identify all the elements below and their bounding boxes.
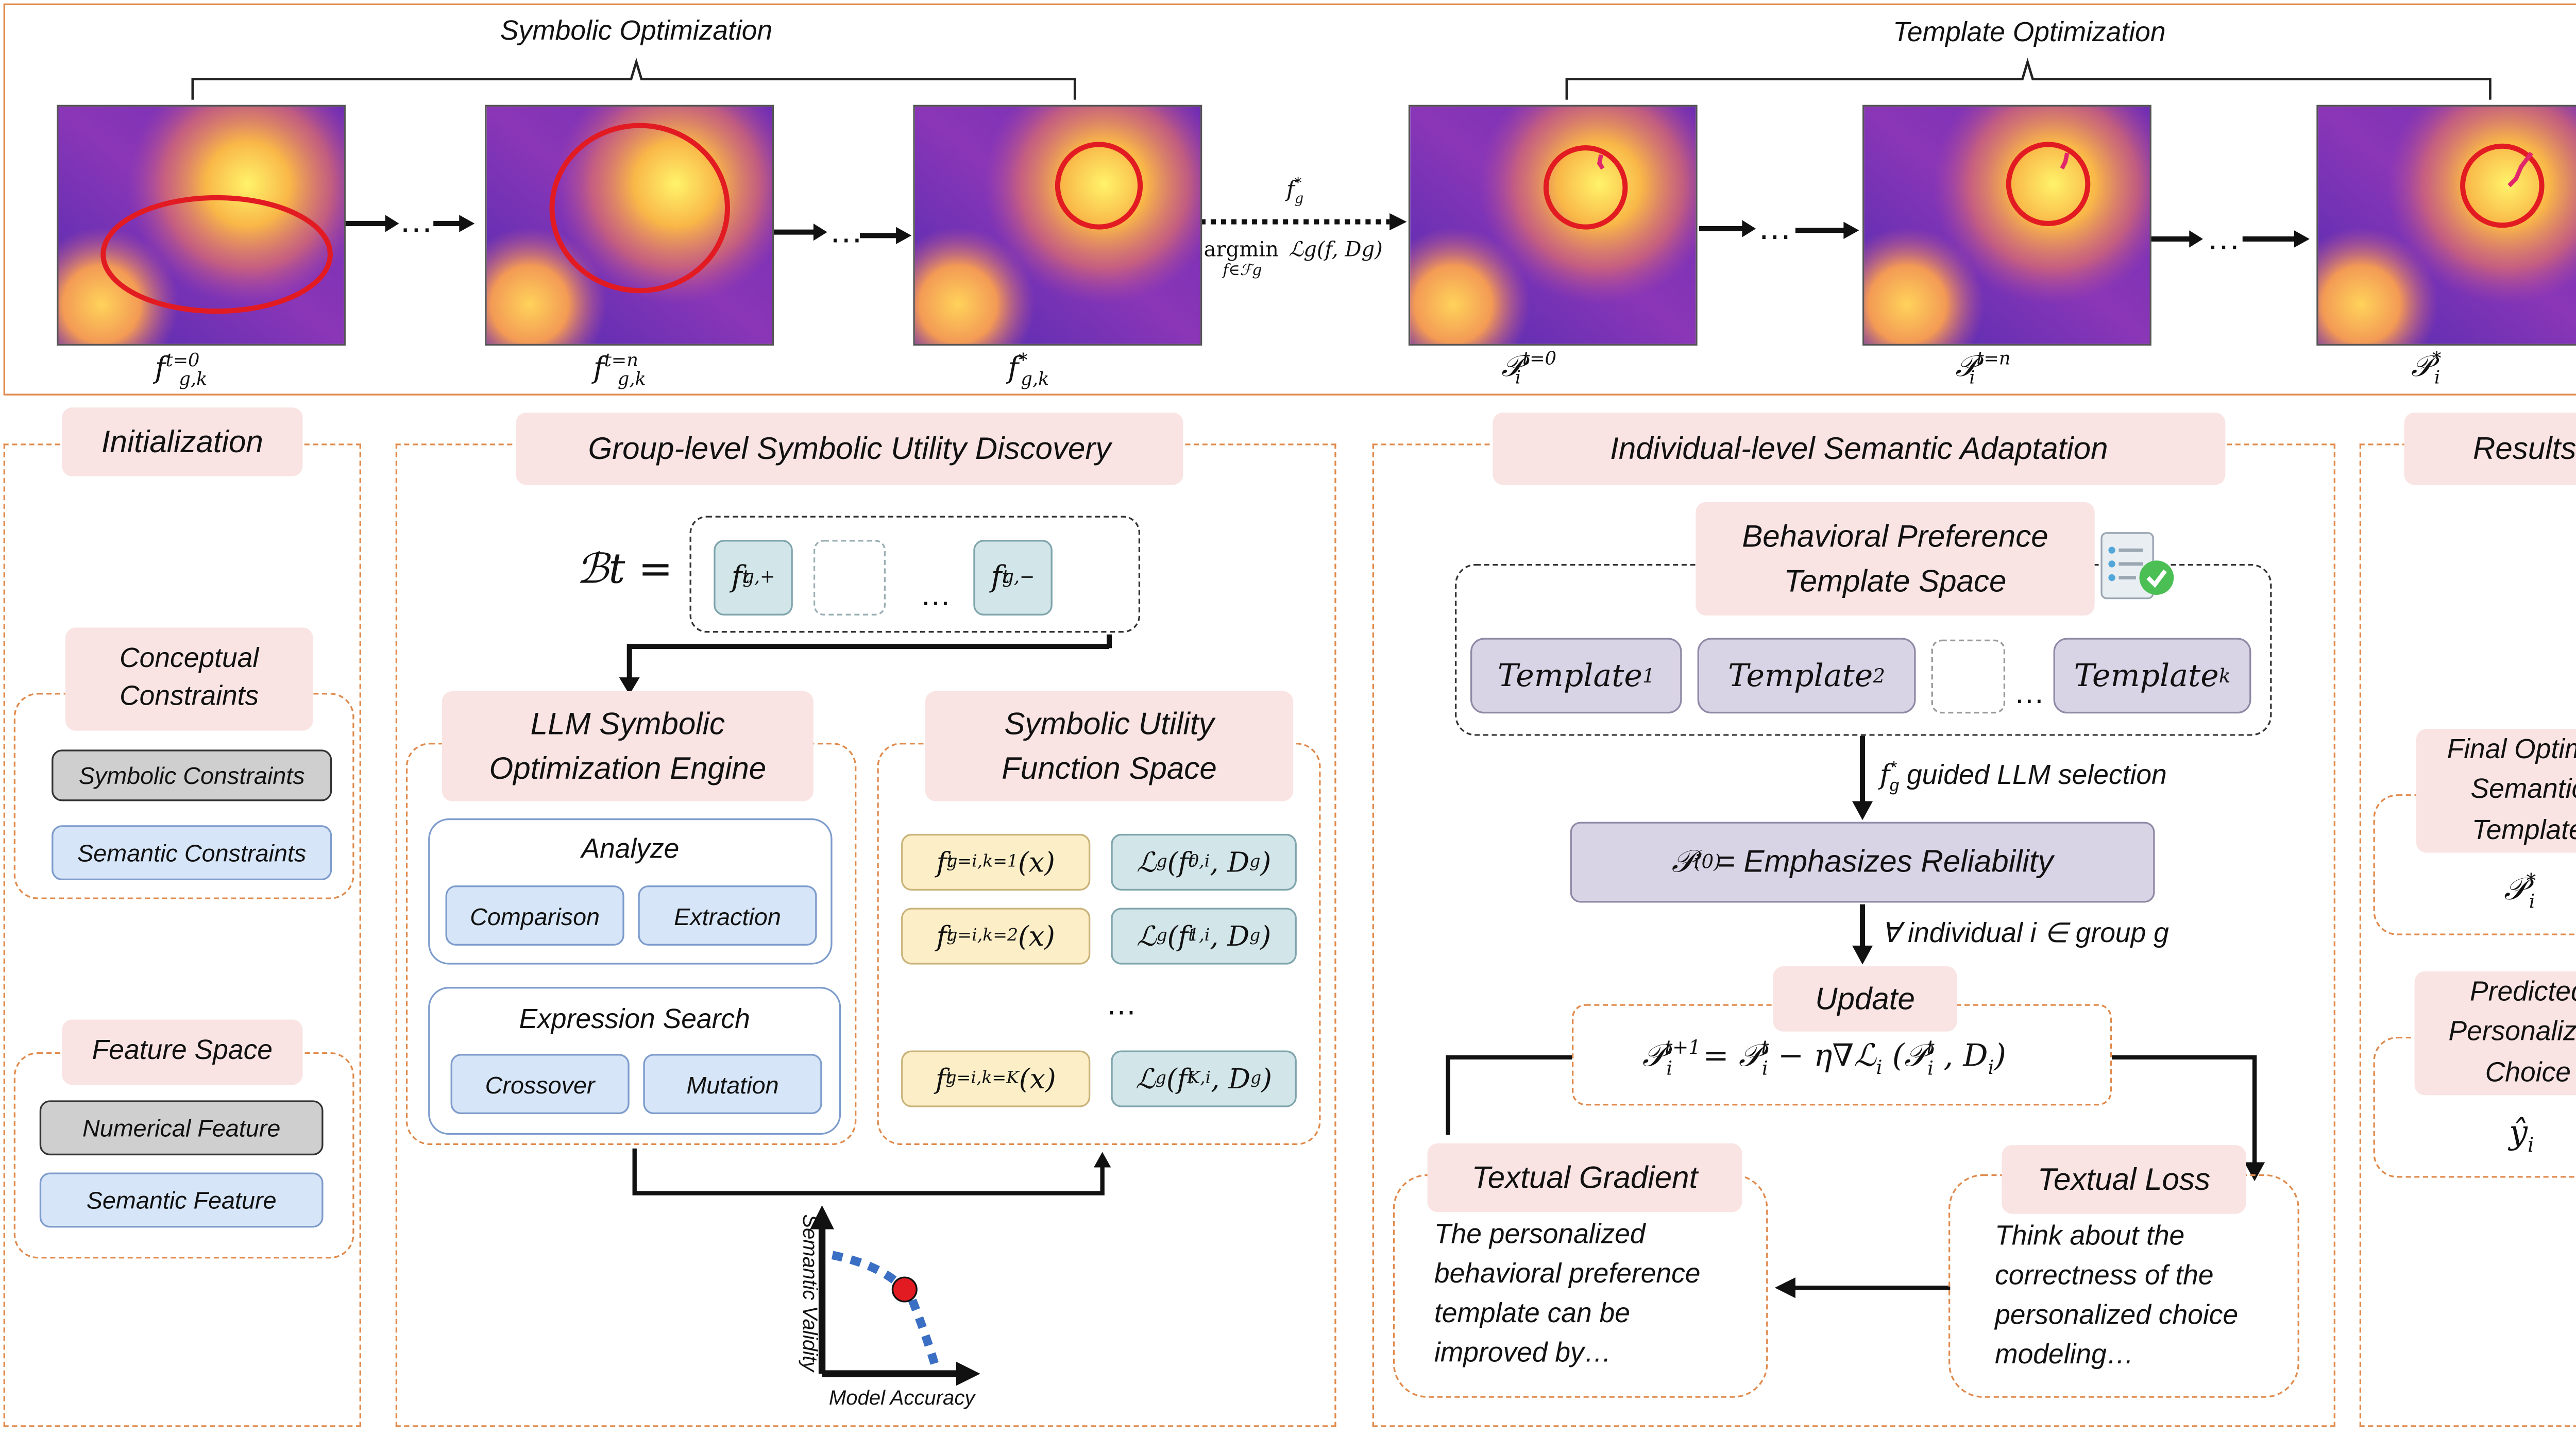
numerical-feature-pill: Numerical Feature [39,1100,324,1156]
top-connectors [191,58,2492,248]
mutation-pill: Mutation [643,1054,822,1115]
textual-gradient-text: The personalized behavioral preference t… [1434,1220,1701,1369]
expression-search-title: Expression Search [519,1005,750,1035]
label-f-t0: ft=0g,k [155,350,208,390]
textual-loss-text: Think about the correctness of the perso… [1995,1222,2239,1371]
ellipsis-2: … [828,213,863,251]
heatmap-f-tn [485,105,774,346]
final-p-star: 𝒫*i [2504,870,2536,913]
label-p-star: 𝒫*i [2411,349,2442,389]
textual-loss-header: Textual Loss [2002,1145,2246,1214]
comparison-pill: Comparison [445,885,624,946]
template-optimization-title: Template Optimization [1893,19,2166,48]
function-space-header: Symbolic Utility Function Space [925,691,1294,801]
top-optimization-panel [3,3,2576,396]
label-f-star: f*g,k [1008,350,1049,390]
bt-dots: … [920,577,951,612]
template-empty-slot [1931,639,2006,714]
predicted-yhat: ŷi [2509,1114,2534,1157]
bt-set-box [689,516,1141,633]
group-connectors [619,634,1112,1195]
analyze-title: Analyze [581,835,680,865]
extraction-pill: Extraction [638,885,817,946]
label-f-tn: ft=ng,k [593,350,646,390]
group-level-header: Group-level Symbolic Utility Discovery [516,413,1183,485]
argmin-label: argmin ℒg(f, Dg) [1204,237,1383,262]
bt-label: ℬt = [576,545,673,593]
label-p-t0: 𝒫t=0i [1501,349,1557,389]
template-space-header: Behavioral Preference Template Space [1696,502,2095,616]
update-formula: 𝒫t+1i = 𝒫ti − η∇ℒi (𝒫ti , Di) [1642,1036,2006,1079]
predicted-choice-header: Predicted Personalized Choice [2414,971,2576,1096]
crossover-pill: Crossover [450,1054,630,1115]
results-header: Results [2404,413,2576,485]
ellipsis-1: … [399,202,434,241]
update-header: Update [1773,966,1957,1032]
heatmap-p-star [2316,105,2576,346]
heatmap-f-star [913,105,1202,346]
heatmap-p-t0 [1408,105,1698,346]
final-template-header: Final Optimal Semantic Template [2416,729,2576,853]
symbolic-brace [191,58,1076,100]
bt-empty-slot [813,540,886,616]
forall-label: ∀ individual i ∈ group g [1881,919,2169,949]
symbolic-optimization-title: Symbolic Optimization [500,17,773,47]
ellipsis-4: … [2206,220,2241,258]
initialization-header: Initialization [62,407,303,476]
template-dots: … [2013,675,2045,710]
tradeoff-plot [810,1205,980,1386]
axis-semantic-validity: Semantic Validity [798,1214,822,1372]
axis-model-accuracy: Model Accuracy [828,1386,975,1410]
ellipsis-3: … [1757,210,1792,248]
individual-level-header: Individual-level Semantic Adaptation [1493,413,2226,485]
heatmap-f-t0 [57,105,346,346]
initialization-panel [3,443,361,1427]
conceptual-constraints-header: Conceptual Constraints [65,627,313,731]
argmin-subscript: f∈ℱg [1223,263,1262,281]
feature-space-header: Feature Space [62,1019,303,1085]
guided-selection-label: f*g guided LLM selection [1879,758,2167,797]
arrow-f-star-label: f*g [1286,175,1304,207]
function-rows-dots: … [1106,987,1137,1021]
textual-gradient-header: Textual Gradient [1427,1143,1742,1212]
p0-box: 𝒫(0)i = Emphasizes Reliability [1570,822,2155,903]
heatmap-p-tn [1862,105,2151,346]
template-brace [1565,58,2492,100]
individual-connectors [1446,736,2265,1298]
label-p-tn: 𝒫t=ni [1955,349,2011,389]
checklist-icon [2100,532,2174,600]
semantic-constraints-pill: Semantic Constraints [52,825,332,881]
semantic-feature-pill: Semantic Feature [39,1172,324,1228]
symbolic-constraints-pill: Symbolic Constraints [52,749,332,801]
llm-engine-header: LLM Symbolic Optimization Engine [442,691,814,801]
